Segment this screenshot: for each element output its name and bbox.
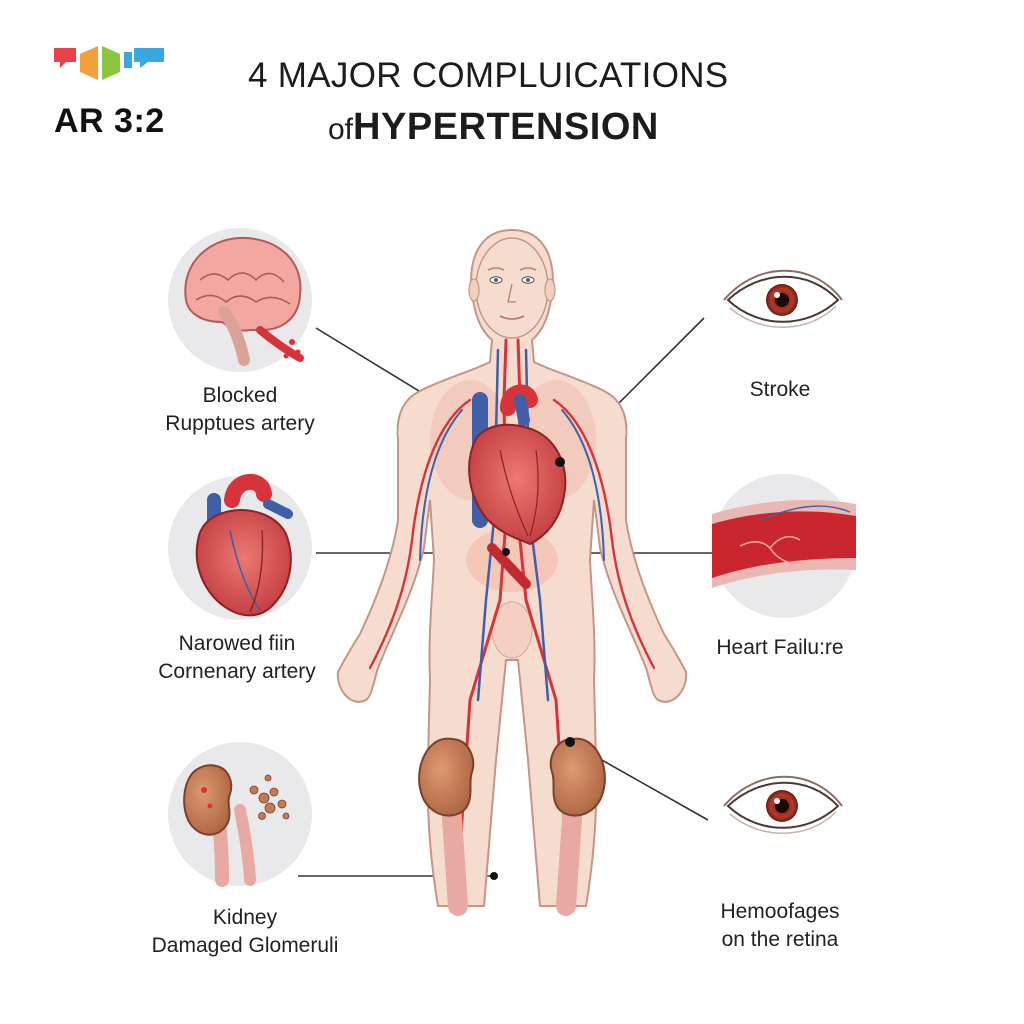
label-right-top: Stroke xyxy=(720,376,840,404)
label-left-mid-line2: Cornenary artery xyxy=(158,660,316,683)
label-left-bot: Kidney Damaged Glomeruli xyxy=(130,904,360,960)
label-left-mid-line1: Narowed fiin xyxy=(178,632,296,655)
label-left-bot-line2: Damaged Glomeruli xyxy=(151,934,339,957)
label-left-top-line1: Blocked xyxy=(202,384,278,407)
label-right-top-line1: Stroke xyxy=(749,378,811,401)
human-body-icon xyxy=(336,228,688,907)
kidney-icon xyxy=(168,742,312,887)
label-right-mid: Heart Failu:re xyxy=(700,634,860,662)
label-right-bot: Hemoofages on the retina xyxy=(700,898,860,954)
heart-icon xyxy=(168,473,312,620)
label-left-top-line2: Rupptues artery xyxy=(165,412,315,435)
logo-mark-icon xyxy=(54,46,164,80)
page-title-line1: 4 MAJOR COMPLUICATIONS xyxy=(248,56,729,95)
brain-icon xyxy=(168,228,312,372)
body-kidneys-icon xyxy=(418,737,606,916)
label-left-bot-line1: Kidney xyxy=(212,906,278,929)
label-right-bot-line1: Hemoofages xyxy=(720,900,840,923)
label-right-mid-line1: Heart Failu:re xyxy=(716,636,844,659)
logo: AR 3:2 xyxy=(52,44,172,144)
eye-icon-retina xyxy=(723,775,843,834)
torso-heart-icon xyxy=(468,384,567,546)
artery-icon xyxy=(712,474,856,618)
label-right-bot-line2: on the retina xyxy=(721,928,839,951)
title-prefix: of xyxy=(328,113,354,146)
label-left-mid: Narowed fiin Cornenary artery xyxy=(142,630,332,686)
title-main: HYPERTENSION xyxy=(353,106,659,148)
logo-text: AR 3:2 xyxy=(54,102,165,140)
page-title-line2: ofHYPERTENSION xyxy=(328,106,659,149)
eye-icon xyxy=(723,269,843,328)
label-left-top: Blocked Rupptues artery xyxy=(150,382,330,438)
